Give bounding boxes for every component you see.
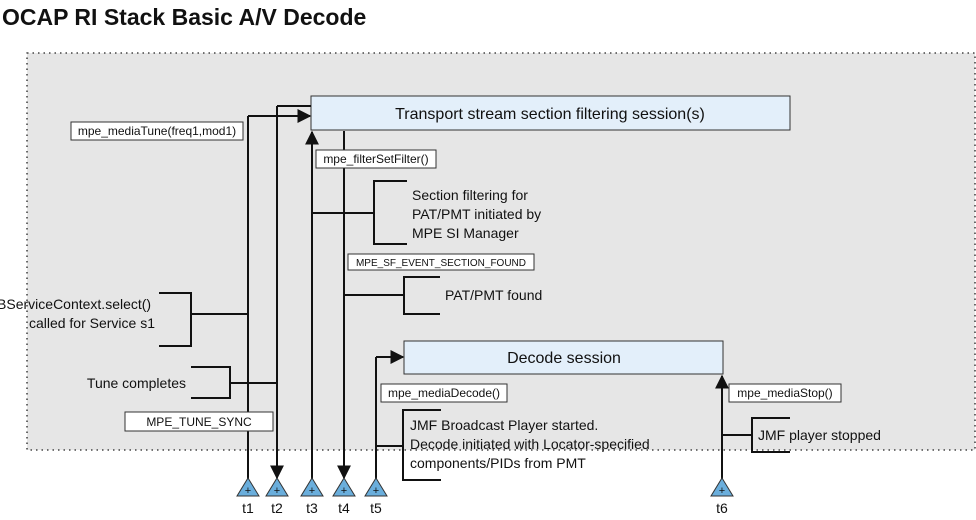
marker-t3-label: t3: [306, 500, 318, 516]
section-filtering-note: Section filtering for PAT/PMT initiated …: [412, 187, 545, 241]
marker-t6: + t6: [710, 477, 734, 516]
marker-t6-label: t6: [716, 500, 728, 516]
marker-t1-label: t1: [242, 500, 254, 516]
jmf-started-bracket: [402, 409, 441, 481]
svg-text:mpe_mediaTune(freq1,mod1): mpe_mediaTune(freq1,mod1): [78, 124, 236, 138]
svg-text:MPE_TUNE_SYNC: MPE_TUNE_SYNC: [146, 415, 252, 429]
marker-t5-label: t5: [370, 500, 382, 516]
service-select-note: DVBServiceContext.select() called for Se…: [0, 296, 155, 331]
marker-t2: + t2: [265, 477, 289, 516]
decode-session-label: Decode session: [507, 350, 621, 367]
service-select-bracket: [159, 292, 192, 347]
jmf-stopped-bracket: [751, 417, 790, 453]
marker-t4-symbol: +: [341, 485, 347, 497]
svg-text:mpe_mediaStop(): mpe_mediaStop(): [737, 386, 832, 400]
jmf-stopped-note: JMF player stopped: [758, 427, 881, 443]
section-found-label: MPE_SF_EVENT_SECTION_FOUND: [347, 253, 535, 271]
marker-t4-label: t4: [338, 500, 350, 516]
filter-set-label: mpe_filterSetFilter(): [315, 149, 437, 169]
svg-text:MPE_SF_EVENT_SECTION_FOUND: MPE_SF_EVENT_SECTION_FOUND: [356, 258, 526, 269]
page-title: OCAP RI Stack Basic A/V Decode: [2, 4, 367, 30]
marker-t6-symbol: +: [719, 485, 725, 497]
section-filtering-bracket: [373, 180, 407, 245]
marker-t3: + t3: [300, 477, 324, 516]
svg-text:mpe_filterSetFilter(): mpe_filterSetFilter(): [323, 152, 428, 166]
tune-completes-bracket: [191, 366, 231, 399]
marker-t1-symbol: +: [245, 485, 251, 497]
transport-session: Transport stream section filtering sessi…: [310, 95, 791, 131]
svg-text:mpe_mediaDecode(): mpe_mediaDecode(): [388, 386, 500, 400]
marker-t5-symbol: +: [373, 485, 379, 497]
media-stop-label: mpe_mediaStop(): [728, 383, 842, 403]
marker-t2-symbol: +: [274, 485, 280, 497]
pat-pmt-bracket: [403, 276, 440, 315]
marker-t2-label: t2: [271, 500, 283, 516]
jmf-started-note: JMF Broadcast Player started. Decode ini…: [410, 417, 654, 471]
marker-t1: + t1: [236, 477, 260, 516]
pat-pmt-found-note: PAT/PMT found: [445, 287, 542, 303]
transport-session-label: Transport stream section filtering sessi…: [395, 106, 705, 123]
decode-session: Decode session: [403, 340, 724, 375]
marker-t5: + t5: [364, 477, 388, 516]
marker-t4: + t4: [332, 477, 356, 516]
tune-completes-note: Tune completes: [87, 375, 186, 391]
marker-t3-symbol: +: [309, 485, 315, 497]
media-decode-label: mpe_mediaDecode(): [380, 383, 508, 403]
media-tune-label: mpe_mediaTune(freq1,mod1): [70, 121, 244, 141]
tune-sync-label: MPE_TUNE_SYNC: [124, 411, 274, 432]
